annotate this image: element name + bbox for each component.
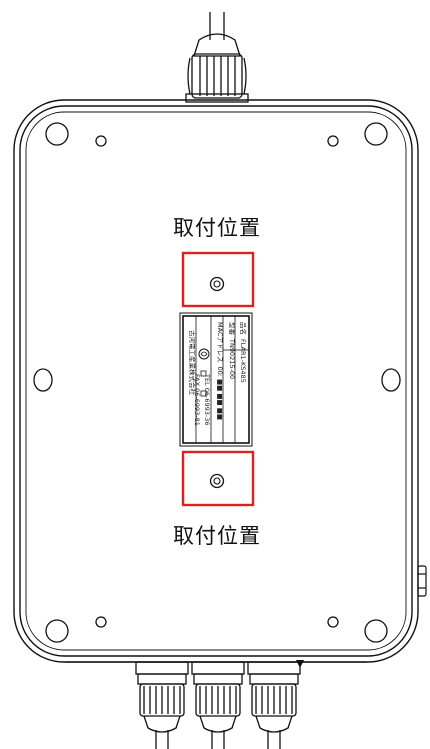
bottom-base — [66, 660, 366, 675]
side-connector — [417, 565, 427, 597]
hole-large-bottom-right — [364, 619, 388, 643]
cable-gland-bottom-3 — [249, 673, 299, 749]
screw-icon-top — [209, 276, 225, 292]
cable-gland-bottom-2 — [193, 673, 243, 749]
screw-icon-bottom — [209, 473, 225, 489]
hole-side-left — [33, 368, 53, 392]
hole-large-top-right — [364, 122, 388, 146]
cable-gland-bottom-1 — [137, 673, 187, 749]
mount-label-bottom: 取付位置 — [173, 524, 261, 548]
hole-side-right — [381, 368, 401, 392]
mount-label-top: 取付位置 — [173, 216, 261, 240]
nameplate: 品名FLAR1-KS485 型番TN90215-00 MACアドレス00: ■■… — [179, 312, 253, 447]
hole-small-bottom-left — [95, 616, 107, 628]
mount-box-top — [181, 251, 255, 308]
corner-holes — [33, 122, 401, 643]
nameplate-company: 古河電工産業株式会社 — [188, 330, 197, 396]
nameplate-tel: TEL 06-6993-36 — [203, 373, 211, 426]
company-logo-icon — [198, 348, 210, 360]
hole-small-top-left — [95, 135, 107, 147]
nameplate-row-2: 型番TN90215-00 — [228, 322, 237, 379]
top-cable-gland — [185, 12, 249, 103]
nameplate-row-1: 品名FLAR1-KS485 — [239, 322, 248, 383]
mount-box-bottom — [181, 450, 255, 507]
hole-large-top-left — [45, 122, 69, 146]
bottom-glands — [137, 673, 299, 749]
nameplate-row-3: MACアドレス00: ■■ ■■ ■■ — [216, 322, 224, 420]
nameplate-fax: FAX 06-6993-81 — [193, 374, 201, 426]
hole-large-bottom-left — [45, 619, 69, 643]
hole-small-top-right — [327, 135, 339, 147]
hole-small-bottom-right — [327, 616, 339, 628]
